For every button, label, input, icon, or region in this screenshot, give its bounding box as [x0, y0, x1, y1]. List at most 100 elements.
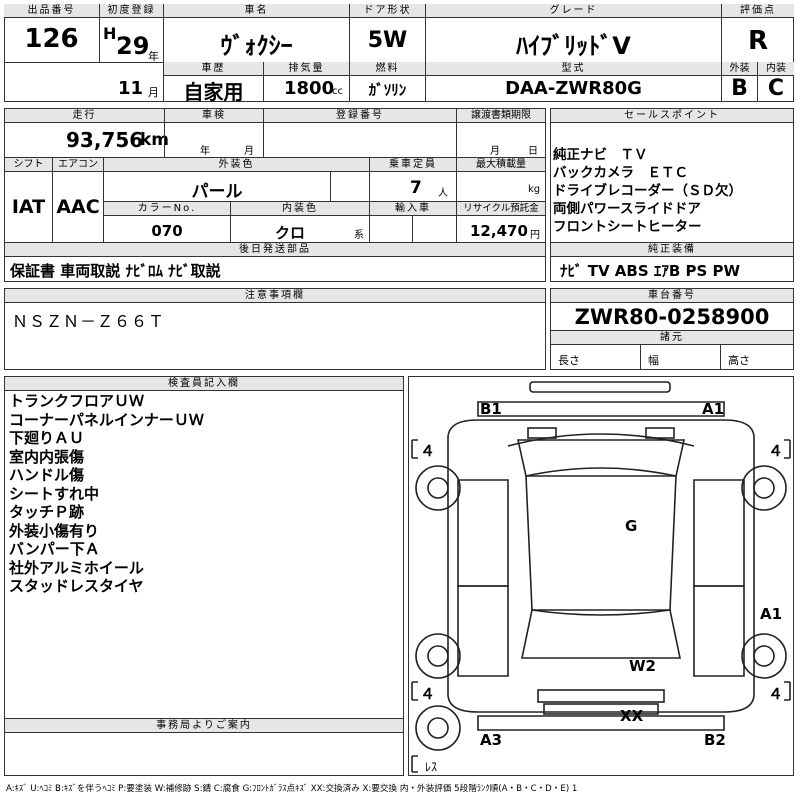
door-type: 5W [367, 28, 408, 53]
color-no-label: カラーNo. [104, 202, 231, 216]
score: R [747, 26, 769, 56]
recycle-amount: 12,470 [470, 222, 528, 240]
tire-tread-bl: ４ [420, 685, 436, 703]
inspector-item: タッチＰ跡 [9, 503, 85, 521]
car-name: ｳﾞｫｸｼｰ [220, 32, 293, 60]
transfer-day-unit: 日 [528, 146, 538, 157]
door-label: ドア形状 [350, 4, 425, 18]
history-label: 車歴 [164, 62, 263, 76]
color-label: 外装色 [104, 158, 370, 172]
ext-grade: B [731, 76, 748, 101]
capacity-unit: 人 [438, 188, 448, 199]
inspector-item: バンパー下Ａ [9, 540, 100, 558]
lot-number: 126 [24, 24, 79, 54]
era: H [103, 24, 117, 43]
chassis-block [550, 288, 794, 370]
fuel-label: 燃料 [350, 62, 425, 76]
int-label: 内装 [758, 62, 794, 76]
mark-w2: W2 [629, 657, 656, 675]
inspector-item: スタッドレスタイヤ [9, 577, 144, 595]
door-cell: ドア形状 5W [350, 4, 426, 62]
inspector-item: 社外アルミホイール [9, 558, 144, 577]
chassis-label: 車台番号 [551, 289, 793, 303]
score-label: 評価点 [722, 4, 794, 18]
displacement-label: 排気量 [264, 62, 349, 76]
sales-point-item: ドライブレコーダー（ＳＤ欠） [553, 183, 742, 199]
spec-length: 長さ [558, 354, 580, 367]
mark-a1-front: A1 [702, 400, 725, 418]
ext-cell: 外装 B [722, 62, 758, 102]
spare-tire-label: ﾚｽ [425, 760, 438, 774]
history: 自家用 [183, 80, 244, 104]
inspection-year-unit: 年 [200, 146, 210, 157]
displacement-unit: cc [332, 86, 343, 97]
import-label: 輸入車 [370, 202, 457, 216]
car-diagram-block [408, 376, 794, 776]
ac-label: エアコン [53, 158, 104, 172]
interior-color-unit: 系 [354, 230, 364, 241]
inspector-label: 検査員記入欄 [5, 377, 403, 391]
reg-month: 11 [118, 78, 144, 99]
details-block [4, 108, 546, 282]
displacement: 1800 [284, 78, 335, 99]
transfer-month-unit: 月 [490, 146, 500, 157]
inspector-list: トランクフロアＵＷ コーナーパネルインナーＵＷ 下廻りＡＵ 室内内張傷 ハンドル… [9, 392, 204, 596]
ac: AAC [56, 196, 100, 218]
tire-tread-tl: ４ [420, 442, 436, 460]
grade-cell: グレード ﾊｲﾌﾞﾘｯﾄﾞV [426, 4, 722, 62]
reg-year: 29 [116, 32, 150, 60]
sales-point-item: フロントシートヒーター [553, 219, 702, 235]
int-color-label: 内装色 [231, 202, 370, 216]
grade: ﾊｲﾌﾞﾘｯﾄﾞV [516, 32, 631, 60]
notes-label: 注意事項欄 [5, 289, 545, 303]
inspector-item: コーナーパネルインナーＵＷ [9, 410, 204, 429]
sales-point-item: 純正ナビ ＴＶ [553, 147, 648, 163]
sales-points-label: セールスポイント [551, 109, 793, 123]
capacity-label: 乗車定員 [370, 158, 457, 172]
inspection-label: 車検 [165, 109, 264, 123]
year-unit: 年 [148, 50, 159, 63]
notes: ＮＳＺＮ－Ｚ６６Ｔ [12, 312, 166, 331]
first-reg-cell: 初度登録 H 29 年 [100, 4, 164, 63]
car-name-label: 車名 [164, 4, 349, 18]
score-cell: 評価点 R [722, 4, 794, 62]
grade-label: グレード [426, 4, 721, 18]
inspector-item: 外装小傷有り [9, 521, 100, 540]
mileage: 93,756 [66, 128, 144, 152]
sales-points-block [550, 108, 794, 282]
later-parts: 保証書 車両取説 ﾅﾋﾞﾛﾑ ﾅﾋﾞ取説 [10, 262, 221, 280]
mark-a1-side: A1 [760, 605, 783, 623]
ext-label: 外装 [722, 62, 757, 76]
first-reg-label: 初度登録 [100, 4, 163, 18]
mark-g: G [625, 517, 638, 535]
history-cell: 車歴 自家用 [164, 62, 264, 104]
tire-tread-br: ４ [768, 685, 784, 703]
equipment-label: 純正装備 [551, 243, 793, 257]
exterior-color: パール [191, 182, 243, 202]
inspector-item: 下廻りＡＵ [9, 429, 85, 447]
inspector-item: 室内内張傷 [9, 447, 85, 466]
specs-label: 諸元 [551, 331, 793, 345]
load-unit: kg [528, 184, 541, 195]
inspector-item: ハンドル傷 [9, 466, 85, 484]
recycle-label: リサイクル預託金 [457, 202, 545, 216]
load-label: 最大積載量 [457, 158, 545, 172]
car-name-cell: 車名 ｳﾞｫｸｼｰ [164, 4, 350, 62]
mark-b2: B2 [704, 731, 726, 749]
mark-a3: A3 [480, 731, 503, 749]
shift-label: シフト [5, 158, 53, 172]
model-label: 型式 [426, 62, 721, 76]
fuel-cell: 燃料 ｶﾞｿﾘﾝ [350, 62, 426, 102]
inspector-item: シートすれ中 [9, 484, 100, 503]
mileage-unit: km [140, 130, 170, 150]
chassis-number: ZWR80-0258900 [574, 305, 770, 329]
model-code: DAA-ZWR80G [505, 78, 642, 99]
displacement-cell: 排気量 1800 cc [264, 62, 350, 102]
recycle-unit: 円 [530, 230, 540, 241]
equipment: ﾅﾋﾞ TV ABS ｴｱB PS PW [560, 262, 741, 280]
lot-cell: 出品番号 126 [4, 4, 100, 62]
transfer-label: 譲渡書類期限 [457, 109, 545, 123]
mark-xx: XX [620, 707, 644, 725]
model-cell: 型式 DAA-ZWR80G [426, 62, 722, 102]
month-cell: 11 月 [100, 62, 164, 102]
